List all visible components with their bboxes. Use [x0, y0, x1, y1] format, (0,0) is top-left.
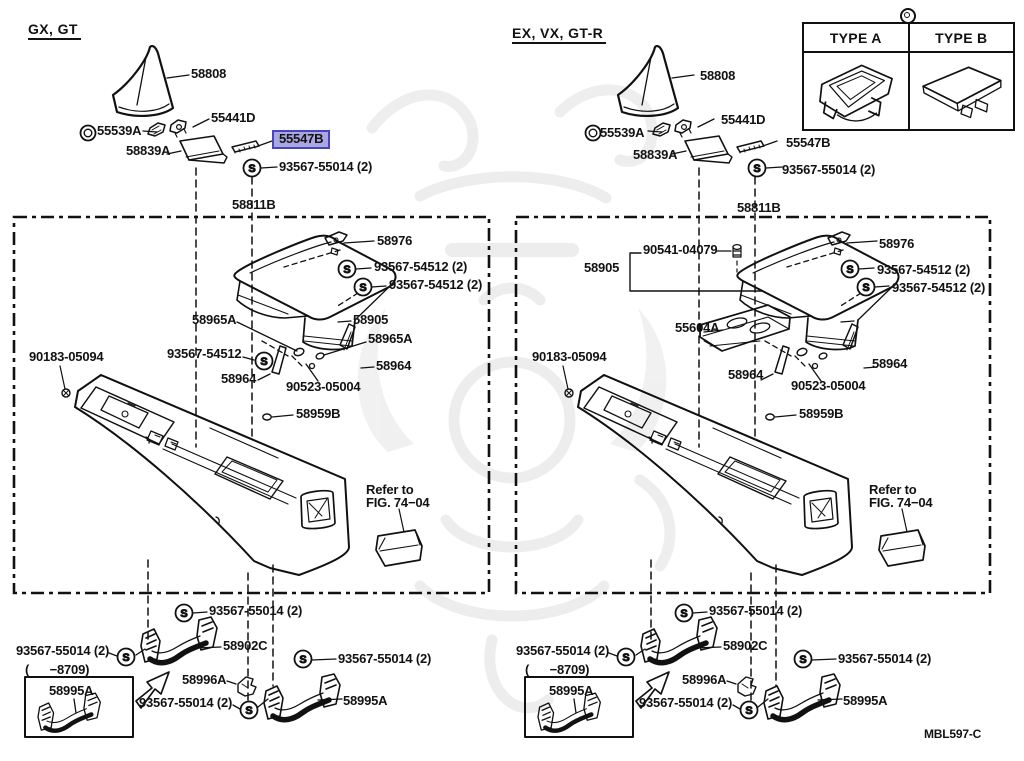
- part-label-58959b: 58959B: [799, 406, 844, 421]
- part-label-55547b: 55547B: [786, 135, 831, 150]
- double-circle-icon: [900, 8, 916, 24]
- part-label-58839a: 58839A: [126, 143, 171, 158]
- date-range-label: ( −8709): [525, 662, 590, 677]
- part-label-90541-04079: 90541-04079: [643, 242, 718, 257]
- part-label-90183-05094: 90183-05094: [29, 349, 104, 364]
- part-label-58964: 58964: [872, 356, 908, 371]
- part-label-58905: 58905: [584, 260, 620, 275]
- date-range-label: ( −8709): [25, 662, 90, 677]
- figure-frame-left: [12, 215, 491, 595]
- part-label-58905: 58905: [353, 312, 389, 327]
- type-b-lid-icon: [922, 66, 1002, 119]
- part-label-58811b: 58811B: [737, 200, 781, 215]
- part-label-58965a: 58965A: [368, 331, 413, 346]
- figure-frame-right: [514, 215, 992, 595]
- part-label-58976: 58976: [377, 233, 413, 248]
- right-figure-extras: [629, 243, 791, 352]
- part-label-55547b-highlighted[interactable]: 55547B: [272, 130, 331, 149]
- part-label-58811b: 58811B: [232, 197, 276, 212]
- part-label-93567-55014: 93567-55014 (2): [838, 651, 932, 666]
- part-label-93567-54512: 93567-54512 (2): [892, 280, 986, 295]
- type-a-header: TYPE A: [804, 24, 910, 51]
- refer-note-line2: FIG. 74−04: [366, 495, 430, 510]
- refer-note-line1: Refer to: [869, 482, 917, 497]
- part-label-93567-54512: 93567-54512 (2): [374, 259, 468, 274]
- part-label-93567-55014: 93567-55014 (2): [16, 643, 110, 658]
- part-label-93567-55014: 93567-55014 (2): [639, 695, 733, 710]
- part-label-55539a: 55539A: [97, 123, 142, 138]
- refer-note-line1: Refer to: [366, 482, 414, 497]
- part-label-58995a: 58995A: [843, 693, 888, 708]
- part-label-58902c: 58902C: [223, 638, 268, 653]
- part-label-58964: 58964: [728, 367, 764, 382]
- part-label-93567-55014: 93567-55014 (2): [709, 603, 803, 618]
- drawing-code: MBL597-C: [924, 727, 982, 741]
- type-comparison-table: TYPE A TYPE B: [802, 22, 1015, 131]
- refer-note-line2: FIG. 74−04: [869, 495, 933, 510]
- part-label-93567-54512: 93567-54512: [167, 346, 242, 361]
- part-label-55539a: 55539A: [600, 125, 645, 140]
- part-label-93567-55014: 93567-55014 (2): [782, 162, 876, 177]
- type-a-tray-icon: [818, 64, 893, 122]
- part-label-58996a: 58996A: [182, 672, 227, 687]
- part-label-58902c: 58902C: [723, 638, 768, 653]
- background-watermark: [357, 84, 676, 714]
- part-label-93567-54512: 93567-54512 (2): [389, 277, 483, 292]
- part-label-55604a: 55604A: [675, 320, 720, 335]
- part-label-58964: 58964: [376, 358, 412, 373]
- part-label-58965a: 58965A: [192, 312, 237, 327]
- variant-label-left: GX, GT: [28, 22, 81, 40]
- part-label-93567-55014: 93567-55014 (2): [209, 603, 303, 618]
- part-label-55441d: 55441D: [721, 112, 766, 127]
- part-label-55441d: 55441D: [211, 110, 256, 125]
- part-label-93567-55014: 93567-55014 (2): [338, 651, 432, 666]
- part-label-58995a: 58995A: [49, 683, 94, 698]
- part-label-58995a: 58995A: [549, 683, 594, 698]
- part-label-93567-55014: 93567-55014 (2): [139, 695, 233, 710]
- part-label-90183-05094: 90183-05094: [532, 349, 607, 364]
- part-label-58808: 58808: [700, 68, 736, 83]
- part-label-90523-05004: 90523-05004: [791, 378, 866, 393]
- part-label-58959b: 58959B: [296, 406, 341, 421]
- variant-label-right: EX, VX, GT-R: [512, 26, 607, 44]
- part-label-58976: 58976: [879, 236, 915, 251]
- part-label-58808: 58808: [191, 66, 227, 81]
- part-label-93567-54512: 93567-54512 (2): [877, 262, 971, 277]
- type-b-header: TYPE B: [935, 29, 988, 46]
- part-label-58995a: 58995A: [343, 693, 388, 708]
- part-label-93567-55014: 93567-55014 (2): [516, 643, 610, 658]
- part-label-58839a: 58839A: [633, 147, 678, 162]
- part-label-90523-05004: 90523-05004: [286, 379, 361, 394]
- part-label-58996a: 58996A: [682, 672, 727, 687]
- part-label-58964: 58964: [221, 371, 257, 386]
- part-label-93567-55014: 93567-55014 (2): [279, 159, 373, 174]
